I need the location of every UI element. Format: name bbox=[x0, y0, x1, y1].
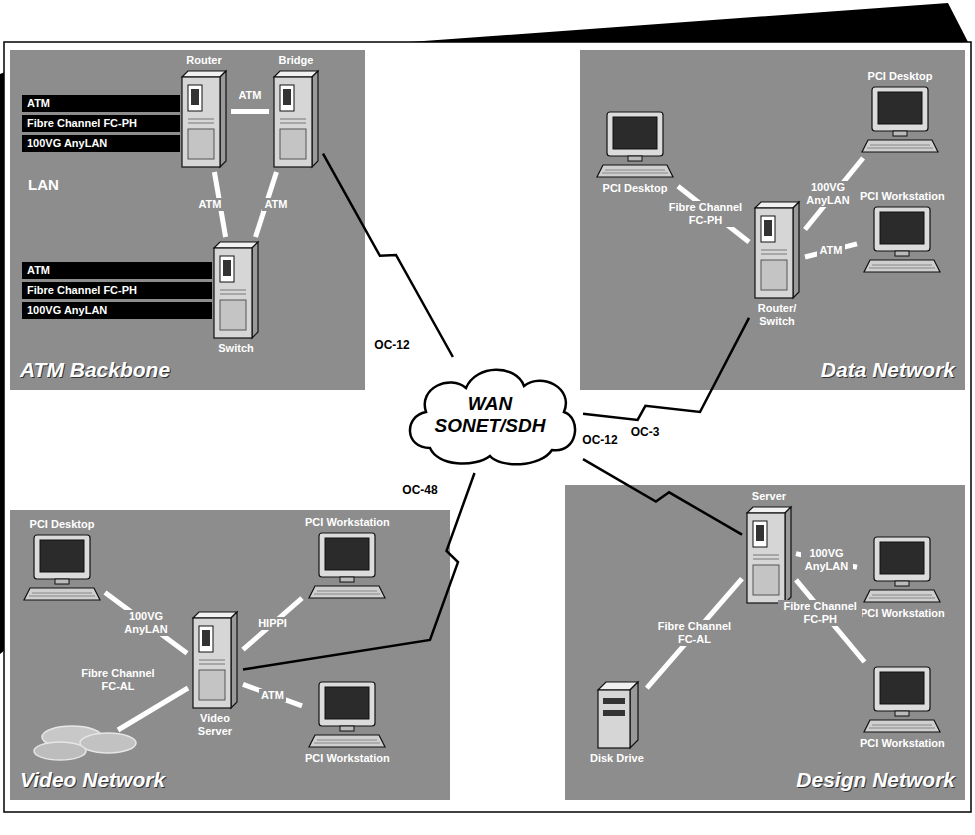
link-line bbox=[243, 684, 302, 706]
desktop-computer: PCI Desktop bbox=[860, 70, 940, 155]
device-label: Server bbox=[752, 490, 786, 503]
workstation-computer: PCI Workstation bbox=[860, 535, 945, 620]
wan-rate-label: OC-48 bbox=[400, 483, 439, 497]
wan-rate-label: OC-12 bbox=[580, 433, 619, 447]
bridge-device: Bridge bbox=[272, 54, 320, 169]
desktop-computer: PCI Desktop bbox=[22, 518, 102, 603]
panel-title: Video Network bbox=[20, 768, 165, 792]
device-label: PCI Desktop bbox=[868, 70, 933, 83]
wan-cloud: WAN SONET/SDH bbox=[400, 360, 580, 470]
wan-link bbox=[583, 318, 749, 420]
device-label: PCI Workstation bbox=[860, 737, 945, 750]
link-label: Fibre Channel FC-PH bbox=[778, 600, 862, 626]
tower-icon bbox=[212, 240, 260, 340]
cloud-label: WAN SONET/SDH bbox=[431, 393, 549, 437]
link-label: 100VG AnyLAN bbox=[801, 547, 853, 573]
device-label: Disk Drive bbox=[590, 752, 644, 765]
panel-title: Data Network bbox=[821, 358, 955, 382]
wan-link bbox=[323, 154, 453, 357]
device-label: Router bbox=[186, 54, 221, 67]
router-switch-device: Router/ Switch bbox=[752, 200, 802, 328]
device-label: PCI Workstation bbox=[305, 516, 390, 529]
wan-rate-label: OC-3 bbox=[629, 425, 662, 439]
link-band: 100VG AnyLAN bbox=[22, 302, 212, 319]
tower-icon bbox=[272, 69, 320, 169]
link-band: 100VG AnyLAN bbox=[22, 135, 180, 152]
device-label: PCI Desktop bbox=[603, 182, 668, 195]
link-label: Fibre Channel FC-PH bbox=[664, 201, 748, 227]
link-label: ATM bbox=[262, 198, 289, 211]
wan-link bbox=[243, 473, 475, 670]
link-line bbox=[231, 109, 269, 114]
device-label: Bridge bbox=[279, 54, 314, 67]
computer-icon bbox=[595, 110, 675, 180]
computer-icon bbox=[862, 535, 942, 605]
device-label: Switch bbox=[218, 342, 253, 355]
link-band: ATM bbox=[22, 95, 180, 112]
link-label: ATM bbox=[236, 89, 263, 102]
desktop-computer: PCI Desktop bbox=[595, 110, 675, 195]
link-line bbox=[243, 598, 302, 650]
workstation-computer: PCI Workstation bbox=[860, 190, 945, 275]
workstation-computer: PCI Workstation bbox=[860, 665, 945, 750]
panel-title: Design Network bbox=[796, 768, 955, 792]
wan-link bbox=[583, 459, 742, 535]
disk-drive-icon bbox=[592, 680, 642, 750]
area-label: LAN bbox=[28, 176, 59, 193]
network-panel: Data NetworkPCI DesktopPCI DesktopPCI Wo… bbox=[580, 50, 965, 390]
link-label: HIPPI bbox=[256, 617, 289, 630]
link-label: ATM bbox=[259, 689, 286, 702]
link-band: ATM bbox=[22, 262, 212, 279]
wan-rate-label: OC-12 bbox=[372, 338, 411, 352]
link-label: Fibre Channel FC-AL bbox=[652, 620, 736, 646]
tower-icon bbox=[753, 200, 801, 300]
link-label: 100VG AnyLAN bbox=[120, 610, 172, 636]
device-label: PCI Workstation bbox=[860, 607, 945, 620]
device-label: Router/ Switch bbox=[752, 302, 802, 328]
computer-icon bbox=[307, 680, 387, 750]
network-panel: Design NetworkServerPCI WorkstationPCI W… bbox=[565, 485, 965, 800]
tower-icon bbox=[745, 505, 793, 605]
link-label: 100VG AnyLAN bbox=[802, 181, 854, 207]
workstation-computer: PCI Workstation bbox=[305, 516, 390, 601]
link-label: ATM bbox=[196, 198, 223, 211]
link-line bbox=[105, 592, 187, 653]
device-label: Video Server bbox=[190, 712, 240, 738]
link-band: Fibre Channel FC-PH bbox=[22, 115, 180, 132]
link-line bbox=[805, 244, 857, 257]
computer-icon bbox=[862, 205, 942, 275]
computer-icon bbox=[862, 665, 942, 735]
computer-icon bbox=[860, 85, 940, 155]
link-line bbox=[647, 579, 742, 689]
workstation-computer: PCI Workstation bbox=[305, 680, 390, 765]
device-label: PCI Workstation bbox=[305, 752, 390, 765]
server-device: Server bbox=[745, 490, 793, 605]
link-label: ATM bbox=[817, 244, 844, 257]
link-label: Fibre Channel FC-AL bbox=[76, 667, 160, 693]
device-label: PCI Desktop bbox=[30, 518, 95, 531]
router-device: Router bbox=[180, 54, 228, 169]
computer-icon bbox=[22, 533, 102, 603]
link-band: Fibre Channel FC-PH bbox=[22, 282, 212, 299]
tower-icon bbox=[180, 69, 228, 169]
tower-icon bbox=[191, 610, 239, 710]
disk-drive-device: Disk Drive bbox=[590, 680, 644, 765]
computer-icon bbox=[307, 531, 387, 601]
panel-title: ATM Backbone bbox=[20, 358, 170, 382]
switch-device: Switch bbox=[212, 240, 260, 355]
device-label: PCI Workstation bbox=[860, 190, 945, 203]
video-server-device: Video Server bbox=[190, 610, 240, 738]
